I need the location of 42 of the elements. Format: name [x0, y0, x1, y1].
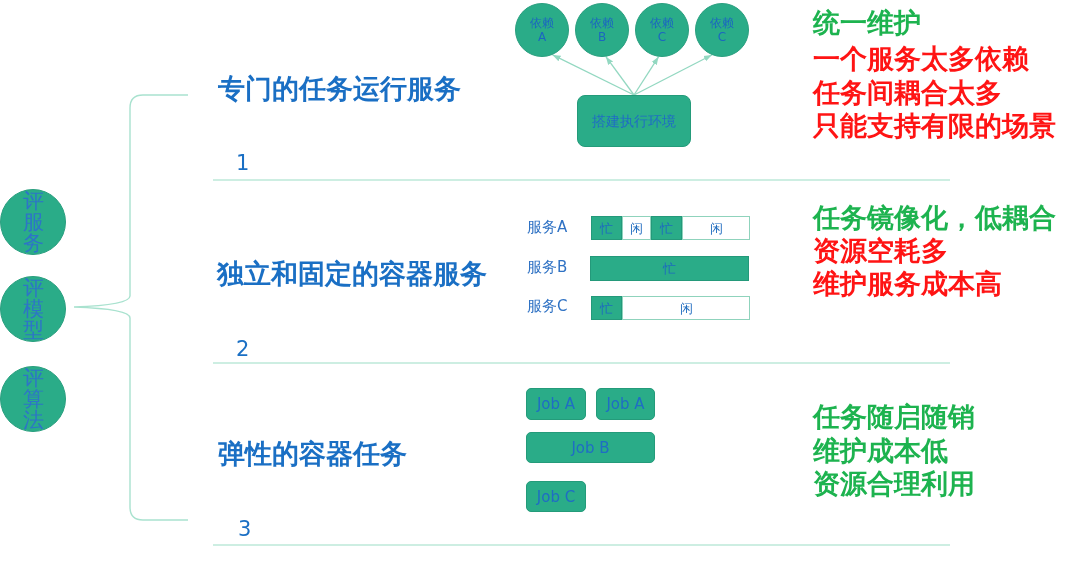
section-heading: 弹性的容器任务 [218, 437, 407, 469]
busy-segment: 忙 [591, 216, 622, 240]
note-text: 资源空耗多 [813, 234, 948, 266]
idle-segment: 闲 [682, 216, 750, 240]
dependency-circle: 依赖 C [635, 3, 689, 57]
note-text: 任务随启随销 [813, 400, 975, 432]
topic-circle: 评服务 [0, 189, 66, 255]
row-label: 服务B [527, 258, 568, 276]
note-text: 资源合理利用 [813, 467, 975, 499]
arrow [551, 54, 635, 96]
arrow [605, 56, 635, 96]
note-text: 任务间耦合太多 [813, 76, 1002, 108]
busy-segment: 忙 [590, 256, 749, 281]
row-label: 服务C [527, 297, 568, 315]
section-number: 1 [236, 151, 250, 175]
note-text: 维护服务成本高 [813, 267, 1002, 299]
note-text: 维护成本低 [813, 434, 948, 466]
arrow [633, 54, 713, 96]
idle-segment: 闲 [622, 296, 750, 320]
note-text: 任务镜像化，低耦合 [813, 201, 1056, 233]
section-heading: 专门的任务运行服务 [218, 72, 461, 104]
arrow [633, 56, 660, 96]
busy-segment: 忙 [651, 216, 682, 240]
job-box: Job B [526, 432, 655, 463]
section-number: 3 [238, 517, 252, 541]
section-number: 2 [236, 337, 250, 361]
dependency-circle: 依赖 B [575, 3, 629, 57]
note-text: 只能支持有限的场景 [813, 109, 1056, 141]
job-box: Job C [526, 481, 586, 512]
note-text: 一个服务太多依赖 [813, 42, 1029, 74]
section-heading: 独立和固定的容器服务 [217, 257, 487, 289]
topic-circle: 评算法 [0, 366, 66, 432]
dependency-circle: 依赖 A [515, 3, 569, 57]
job-box: Job A [596, 388, 655, 420]
dependency-circle: 依赖 C [695, 3, 749, 57]
row-label: 服务A [527, 218, 568, 236]
busy-segment: 忙 [591, 296, 622, 320]
idle-segment: 闲 [622, 216, 651, 240]
job-box: Job A [526, 388, 586, 420]
process-box: 搭建执行环境 [577, 95, 691, 147]
note-text: 统一维护 [813, 6, 921, 38]
topic-circle: 评模型 [0, 276, 66, 342]
